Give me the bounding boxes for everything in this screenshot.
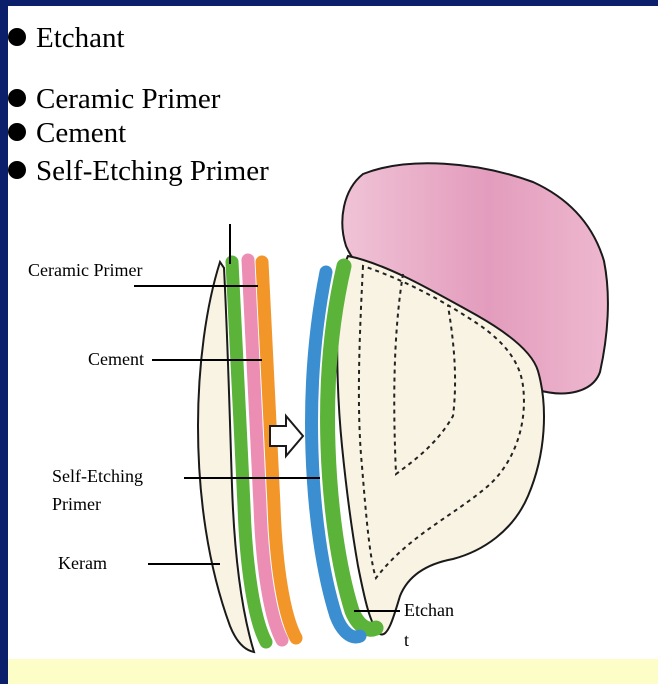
label-etchant-line2: t xyxy=(404,630,409,650)
legend-label: Cement xyxy=(36,117,126,149)
legend-label: Ceramic Primer xyxy=(36,83,220,115)
bullet-dot xyxy=(8,123,26,141)
label-keram: Keram xyxy=(58,553,107,573)
label-ceramic-primer: Ceramic Primer xyxy=(28,260,142,280)
legend-item-cement: Cement xyxy=(8,119,126,148)
bullet-dot xyxy=(8,28,26,46)
legend-label: Self-Etching Primer xyxy=(36,155,269,187)
bullet-dot xyxy=(8,161,26,179)
legend-item-self-etching-primer: Self-Etching Primer xyxy=(8,157,269,186)
label-etchant-line1: Etchan xyxy=(404,600,454,620)
bottom-strip xyxy=(8,659,658,684)
diagram-canvas: Ceramic Primer Cement Self-Etching Prime… xyxy=(8,6,658,659)
legend-label: Etchant xyxy=(36,22,125,54)
legend-item-ceramic-primer: Ceramic Primer xyxy=(8,85,220,114)
legend-item-etchant: Etchant xyxy=(8,24,125,53)
label-cement: Cement xyxy=(88,349,144,369)
label-self-etching-line1: Self-Etching xyxy=(52,466,143,486)
label-self-etching-line2: Primer xyxy=(52,494,101,514)
frame-left-border xyxy=(0,0,8,684)
bullet-dot xyxy=(8,89,26,107)
